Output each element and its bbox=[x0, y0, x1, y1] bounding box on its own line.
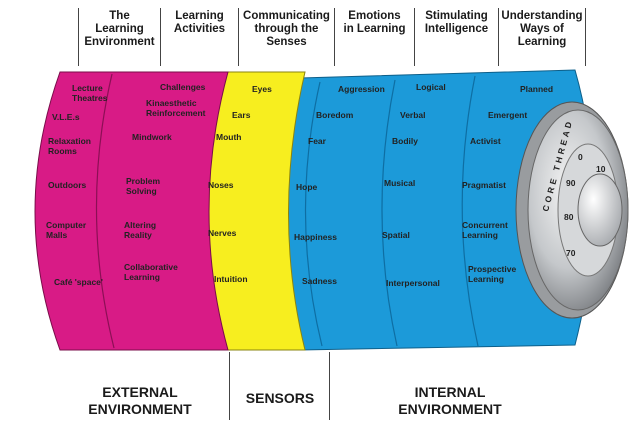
environment-cell-2-line-1: Rooms bbox=[48, 146, 77, 156]
intelligence-cell-4: Spatial bbox=[382, 230, 410, 240]
learning-cell-4-line-0: Concurrent bbox=[462, 220, 508, 230]
activities-cell-4-line-1: Reality bbox=[124, 230, 152, 240]
activities-cell-2: Mindwork bbox=[132, 132, 172, 142]
activities-cell-3-line-1: Solving bbox=[126, 186, 157, 196]
emotions-cell-2: Fear bbox=[308, 136, 327, 146]
activities-cell-0: Challenges bbox=[160, 82, 206, 92]
environment-cell-2-line-0: Relaxation bbox=[48, 136, 91, 146]
intelligence-cell-5: Interpersonal bbox=[386, 278, 440, 288]
header-stimulating-intelligence: Stimulating Intelligence bbox=[414, 8, 498, 66]
sensors-divider-right bbox=[329, 352, 330, 420]
sensors-divider-left bbox=[229, 352, 230, 420]
learning-cell-5-line-0: Prospective bbox=[468, 264, 516, 274]
dial-number: 10 bbox=[596, 164, 606, 174]
dial-number: 70 bbox=[566, 248, 576, 258]
dial-number: 90 bbox=[566, 178, 576, 188]
emotions-cell-0: Aggression bbox=[338, 84, 385, 94]
intelligence-cell-2: Bodily bbox=[392, 136, 418, 146]
external-environment-label: EXTERNAL ENVIRONMENT bbox=[88, 384, 192, 417]
environment-cell-0-line-0: Lecture bbox=[72, 83, 103, 93]
header-learning-activities: Learning Activities bbox=[160, 8, 238, 66]
activities-cell-5-line-1: Learning bbox=[124, 272, 160, 282]
learning-cell-1: Emergent bbox=[488, 110, 527, 120]
sensors-label: SENSORS bbox=[245, 390, 315, 406]
senses-cell-3: Noses bbox=[208, 180, 234, 190]
learning-cell-2: Activist bbox=[470, 136, 501, 146]
environment-cell-4-line-1: Malls bbox=[46, 230, 68, 240]
header-ways-of-learning: Understanding Ways of Learning bbox=[498, 8, 586, 66]
activities-cell-3-line-0: Problem bbox=[126, 176, 160, 186]
header-emotions: Emotions in Learning bbox=[334, 8, 414, 66]
senses-cell-4: Nerves bbox=[208, 228, 237, 238]
emotions-cell-5: Sadness bbox=[302, 276, 337, 286]
senses-cell-5: Intuition bbox=[214, 274, 248, 284]
dial-number: 0 bbox=[578, 152, 583, 162]
senses-cell-0: Eyes bbox=[252, 84, 272, 94]
senses-cell-1: Ears bbox=[232, 110, 251, 120]
internal-environment-label: INTERNAL ENVIRONMENT bbox=[398, 384, 502, 417]
intelligence-cell-3: Musical bbox=[384, 178, 415, 188]
dial-number: 80 bbox=[564, 212, 574, 222]
environment-cell-1: V.L.E.s bbox=[52, 112, 80, 122]
activities-cell-5-line-0: Collaborative bbox=[124, 262, 178, 272]
emotions-cell-3: Hope bbox=[296, 182, 318, 192]
senses-cell-2: Mouth bbox=[216, 132, 242, 142]
learning-cell-3: Pragmatist bbox=[462, 180, 506, 190]
external-environment-band bbox=[34, 71, 229, 351]
learning-cell-0: Planned bbox=[520, 84, 553, 94]
learning-cell-5-line-1: Learning bbox=[468, 274, 504, 284]
environment-cell-4-line-0: Computer bbox=[46, 220, 87, 230]
header-learning-environment: The Learning Environment bbox=[78, 8, 160, 66]
emotions-cell-1: Boredom bbox=[316, 110, 354, 120]
environment-cell-0-line-1: Theatres bbox=[72, 93, 108, 103]
activities-cell-4-line-0: Altering bbox=[124, 220, 156, 230]
environment-cell-3: Outdoors bbox=[48, 180, 87, 190]
activities-cell-1-line-0: Kinaesthetic bbox=[146, 98, 197, 108]
intelligence-cell-0: Logical bbox=[416, 82, 446, 92]
header-communicating-senses: Communicating through the Senses bbox=[238, 8, 334, 66]
activities-cell-1-line-1: Reinforcement bbox=[146, 108, 206, 118]
intelligence-cell-1: Verbal bbox=[400, 110, 426, 120]
learning-cell-4-line-1: Learning bbox=[462, 230, 498, 240]
emotions-cell-4: Happiness bbox=[294, 232, 337, 242]
core-thread-lock: CORE THREAD 0 10 90 80 70 bbox=[515, 101, 629, 319]
environment-cell-5: Café 'space' bbox=[54, 277, 103, 287]
